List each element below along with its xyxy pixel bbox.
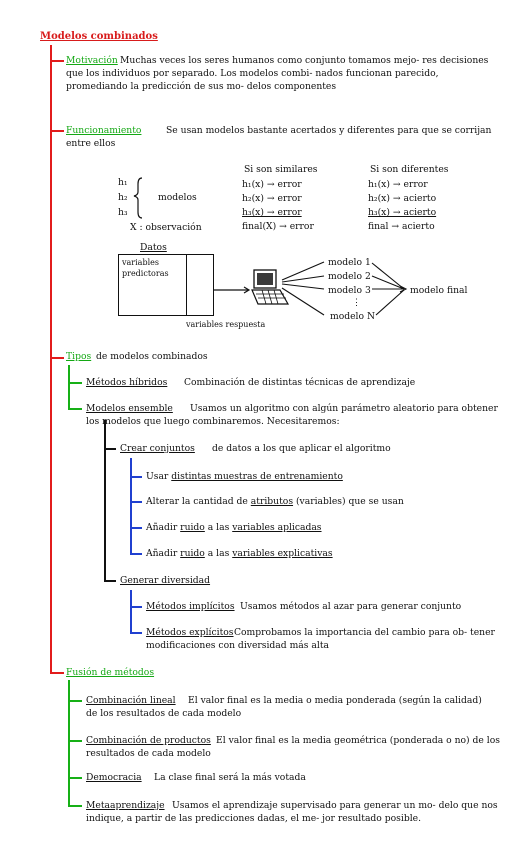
diff-header: Si son diferentes <box>370 164 449 175</box>
ensemble-label: Modelos ensemble <box>86 403 173 414</box>
branch-explicitos <box>130 632 142 634</box>
ensemble-text: Usamos un algoritmo con algún parámetro … <box>86 403 498 427</box>
model-node-1: modelo 1 <box>328 257 371 268</box>
conjuntos-text: de datos a los que aplicar el algoritmo <box>212 443 391 454</box>
fusion-lineal-text: El valor final es la media o media ponde… <box>86 695 482 719</box>
funcionamiento-label: Funcionamiento <box>66 125 142 136</box>
conjuntos-item-1: Usar distintas muestras de entrenamiento <box>146 471 343 482</box>
fusion-label: Fusión de métodos <box>66 667 155 678</box>
x-label: X : observación <box>130 222 202 233</box>
final-model: modelo final <box>410 285 468 296</box>
branch-item3 <box>130 527 142 529</box>
branch-hibridos <box>68 382 82 384</box>
explicitos-text: Comprobamos la importancia del cambio pa… <box>146 627 495 651</box>
tipos-branch-line <box>68 365 70 409</box>
conjuntos-branch-line <box>130 458 132 553</box>
model-h2: h₂ <box>118 192 128 203</box>
diff-row-1: h₁(x) → error <box>368 179 428 190</box>
models-label: modelos <box>158 192 197 203</box>
model-node-3: modelo 3 <box>328 285 371 296</box>
model-h3: h₃ <box>118 207 128 218</box>
fusion-productos-label: Combinación de productos <box>86 735 211 746</box>
model-node-dots: ⋮ <box>352 297 362 308</box>
conjuntos-item-2: Alterar la cantidad de atributos (variab… <box>146 496 404 507</box>
similar-row-1: h₁(x) → error <box>242 179 302 190</box>
diff-row-4: final → acierto <box>368 221 435 232</box>
conjuntos-item-3: Añadir ruido a las variables aplicadas <box>146 522 322 533</box>
diversidad-label: Generar diversidad <box>120 575 211 586</box>
fusion-lineal-label: Combinación lineal <box>86 695 176 706</box>
similar-row-4: final(X) → error <box>242 221 314 232</box>
funcionamiento-text: Se usan modelos bastante acertados y dif… <box>66 125 492 149</box>
hibridos-label: Métodos híbridos <box>86 377 168 388</box>
branch-item4 <box>130 553 142 555</box>
model-h1: h₁ <box>118 177 128 188</box>
tipos-label: Tipos <box>66 351 92 362</box>
branch-tipos <box>50 357 64 359</box>
diff-row-3: h₃(x) → acierto <box>368 207 437 218</box>
fusion-democracia-text: La clase final será la más votada <box>154 772 306 783</box>
computer-icon <box>251 269 290 305</box>
diversidad-branch-line <box>130 590 132 632</box>
branch-productos <box>68 740 82 742</box>
data-table-divider <box>186 255 188 315</box>
branch-implicitos <box>130 606 142 608</box>
conjuntos-label: Crear conjuntos <box>120 443 195 454</box>
implicitos-text: Usamos métodos al azar para generar conj… <box>240 601 462 612</box>
branch-motivacion <box>50 60 64 62</box>
branch-meta <box>68 805 82 807</box>
diff-row-2: h₂(x) → acierto <box>368 193 437 204</box>
page-title: Modelos combinados <box>40 31 158 42</box>
branch-conjuntos <box>104 448 116 450</box>
tipos-text: de modelos combinados <box>96 351 208 362</box>
fusion-productos-text: El valor final es la media geométrica (p… <box>86 735 500 759</box>
datos-label: Datos <box>140 242 167 253</box>
model-node-2: modelo 2 <box>328 271 371 282</box>
fusion-branch-line <box>68 680 70 805</box>
model-node-n: modelo N <box>330 311 375 322</box>
branch-democracia <box>68 777 82 779</box>
ensemble-branch-line <box>104 420 106 580</box>
branch-lineal <box>68 700 82 702</box>
data-table-box <box>118 254 214 316</box>
implicitos-label: Métodos implícitos <box>146 601 235 612</box>
branch-diversidad <box>104 580 116 582</box>
hibridos-text: Combinación de distintas técnicas de apr… <box>184 377 416 388</box>
conjuntos-item-4: Añadir ruido a las variables explicativa… <box>146 548 333 559</box>
explicitos-label: Métodos explícitos <box>146 627 234 638</box>
similar-row-2: h₂(x) → error <box>242 193 302 204</box>
similar-header: Si son similares <box>244 164 318 175</box>
fusion-democracia-label: Democracia <box>86 772 142 783</box>
similar-row-3: h₃(x) → error <box>242 207 302 218</box>
fusion-meta-label: Metaaprendizaje <box>86 800 165 811</box>
branch-item2 <box>130 501 142 503</box>
branch-item1 <box>130 476 142 478</box>
branch-fusion <box>50 672 64 674</box>
motivacion-text: Muchas veces los seres humanos como conj… <box>66 55 489 92</box>
fusion-meta-text: Usamos el aprendizaje supervisado para g… <box>86 800 498 824</box>
vars-respuesta: variables respuesta <box>186 320 266 329</box>
motivacion-label: Motivación <box>66 55 118 66</box>
branch-ensemble <box>68 408 82 410</box>
branch-funcionamiento <box>50 130 64 132</box>
vars-predictoras: variables predictoras <box>122 258 169 278</box>
